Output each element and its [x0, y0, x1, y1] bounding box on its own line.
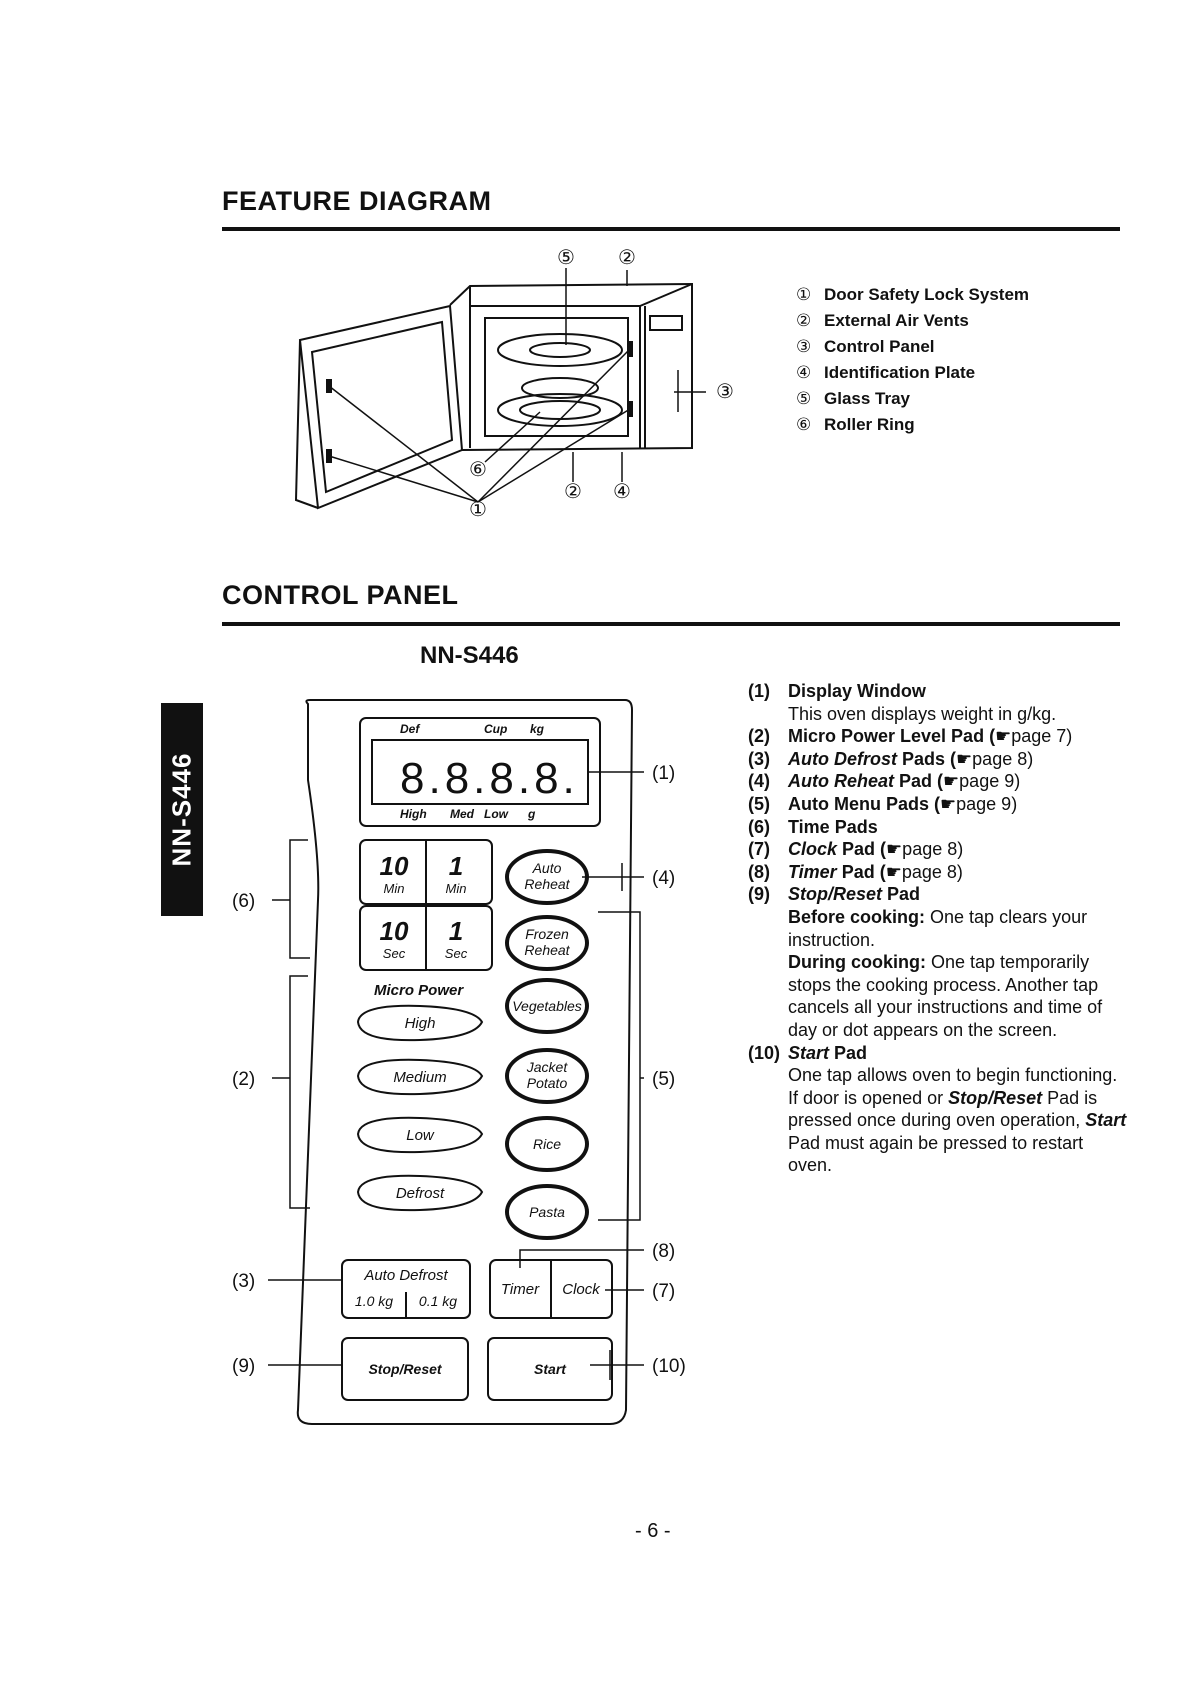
callout-5: (5) — [652, 1069, 675, 1090]
callout-air-vents-lower: ② — [564, 481, 582, 503]
time-pad-1-sec[interactable]: 1 Sec — [445, 916, 468, 961]
svg-text:Start: Start — [534, 1361, 567, 1377]
svg-text:Defrost: Defrost — [396, 1185, 445, 1202]
svg-text:Potato: Potato — [527, 1075, 568, 1091]
menu-pad-rice[interactable] — [505, 1116, 589, 1172]
svg-text:10: 10 — [380, 916, 409, 946]
callout-door-lock: ① — [469, 499, 487, 521]
svg-text:Min: Min — [384, 881, 405, 896]
desc-item-7: (7) Clock Pad (☛page 8) — [748, 839, 964, 860]
power-pad-low[interactable] — [356, 1116, 484, 1154]
display-label-low: Low — [484, 807, 509, 821]
display-label-cup: Cup — [484, 722, 507, 736]
time-pad-10-min[interactable]: 10 Min — [380, 851, 409, 896]
callout-air-vents: ② — [618, 247, 636, 269]
svg-text:Rice: Rice — [533, 1136, 561, 1152]
svg-text:Pasta: Pasta — [529, 1204, 565, 1220]
callout-glass-tray: ⑤ — [557, 247, 575, 269]
stop-reset-pad[interactable] — [341, 1337, 469, 1401]
desc-item-8: (8) Timer Pad (☛page 8) — [748, 861, 963, 882]
svg-text:Auto: Auto — [532, 860, 562, 876]
menu-pad-pasta[interactable] — [505, 1184, 589, 1240]
desc-item-3: (3) Auto Defrost Pads (☛page 8) — [748, 748, 1034, 769]
svg-text:Sec: Sec — [383, 946, 406, 961]
desc-item-4: (4) Auto Reheat Pad (☛page 9) — [748, 771, 1021, 792]
model-name: NN-S446 — [420, 642, 519, 669]
callout-1: (1) — [652, 763, 675, 784]
microwave-illustration — [294, 268, 706, 510]
svg-text:Vegetables: Vegetables — [512, 998, 582, 1014]
power-pad-high[interactable] — [356, 1004, 484, 1042]
svg-text:Reheat: Reheat — [524, 876, 570, 892]
diagram-callouts: ⑤ ② ③ ⑥ ② ④ ① — [469, 247, 734, 521]
callout-10: (10) — [652, 1356, 686, 1377]
callout-id-plate: ④ — [613, 481, 631, 503]
menu-pad-frozen-reheat[interactable] — [505, 915, 589, 971]
svg-text:Stop/Reset: Stop/Reset — [368, 1361, 442, 1377]
display-label-med: Med — [450, 807, 475, 821]
menu-pad-jacket-potato[interactable] — [505, 1048, 589, 1104]
heading-rule — [222, 622, 1120, 626]
callout-7: (7) — [652, 1281, 675, 1302]
svg-text:Min: Min — [446, 881, 467, 896]
auto-defrost-1kg-pad[interactable]: 1.0 kg — [355, 1293, 393, 1309]
clock-pad[interactable]: Clock — [562, 1281, 601, 1298]
callout-4: (4) — [652, 868, 675, 889]
page-number: - 6 - — [635, 1520, 671, 1542]
callout-6: (6) — [232, 891, 255, 912]
timer-pad[interactable]: Timer — [501, 1281, 540, 1298]
desc-item-2: (2) Micro Power Level Pad (☛page 7) — [748, 726, 1073, 747]
svg-text:Jacket: Jacket — [526, 1059, 569, 1075]
desc-item-10: (10) Start Pad One tap allows oven to be… — [748, 1042, 1127, 1176]
side-model-tab: NN-S446 — [161, 703, 203, 916]
micro-power-title: Micro Power — [374, 982, 464, 999]
desc-item-9: (9) Stop/Reset Pad Before cooking: One t… — [748, 884, 1103, 1040]
time-pad-1-min[interactable]: 1 Min — [446, 851, 467, 896]
heading-rule — [222, 227, 1120, 231]
svg-text:Frozen: Frozen — [525, 926, 569, 942]
svg-text:1: 1 — [449, 916, 463, 946]
time-pad-10-sec[interactable]: 10 Sec — [380, 916, 409, 961]
control-panel-heading: CONTROL PANEL — [222, 580, 459, 610]
auto-defrost-01kg-pad[interactable]: 0.1 kg — [419, 1293, 457, 1309]
power-pad-defrost[interactable] — [356, 1174, 484, 1212]
desc-item-5: (5) Auto Menu Pads (☛page 9) — [748, 793, 1018, 814]
svg-text:Low: Low — [406, 1127, 435, 1144]
callout-8: (8) — [652, 1241, 675, 1262]
callout-9: (9) — [232, 1356, 255, 1377]
svg-text:10: 10 — [380, 851, 409, 881]
svg-text:Medium: Medium — [393, 1069, 446, 1086]
menu-pad-vegetables[interactable] — [505, 978, 589, 1034]
svg-text:Sec: Sec — [445, 946, 468, 961]
power-pad-medium[interactable] — [356, 1058, 484, 1096]
svg-text:1: 1 — [449, 851, 463, 881]
display-digits: 8.8.8.8. — [400, 754, 579, 803]
auto-defrost-title: Auto Defrost — [363, 1267, 448, 1284]
callout-roller-ring: ⑥ — [469, 459, 487, 481]
callout-3: (3) — [232, 1271, 255, 1292]
callout-control-panel: ③ — [716, 381, 734, 403]
display-label-def: Def — [400, 722, 420, 736]
display-label-kg: kg — [530, 722, 545, 736]
start-pad[interactable] — [487, 1337, 613, 1401]
svg-text:High: High — [405, 1015, 436, 1032]
svg-text:Reheat: Reheat — [524, 942, 570, 958]
desc-item-6: (6) Time Pads — [748, 816, 878, 837]
feature-diagram-heading: FEATURE DIAGRAM — [222, 186, 492, 216]
callout-2: (2) — [232, 1069, 255, 1090]
display-label-g: g — [527, 807, 536, 821]
display-label-high: High — [400, 807, 427, 821]
